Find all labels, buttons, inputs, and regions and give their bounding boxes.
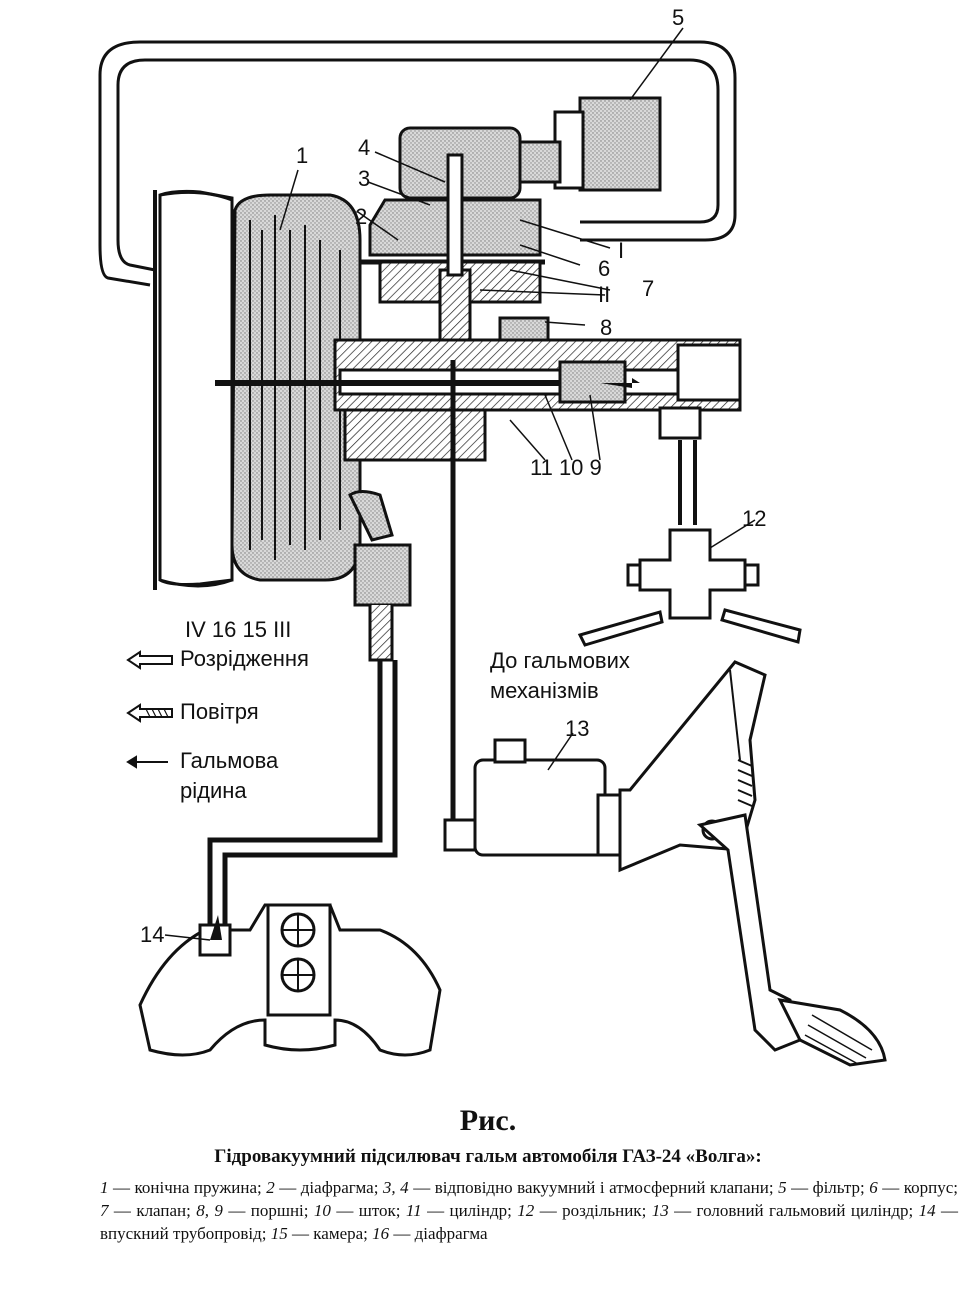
- caption-item-number: 16: [372, 1224, 390, 1243]
- caption-item-number: 6: [869, 1178, 878, 1197]
- caption-item-number: 12: [517, 1201, 535, 1220]
- legend-fluid-line2: рідина: [180, 778, 247, 803]
- label-3: 3: [358, 166, 371, 191]
- air-arrow-icon: [126, 703, 173, 723]
- caption-item-text: — діафрагма: [389, 1224, 488, 1243]
- caption-item-number: 15: [270, 1224, 288, 1243]
- caption-item-text: — відповідно вакуумний і атмосферний кла…: [408, 1178, 779, 1197]
- label-11-10-9: 11 10 9: [530, 455, 602, 480]
- label-roman-i: I: [618, 238, 625, 263]
- caption-item-number: 13: [651, 1201, 669, 1220]
- label-14: 14: [140, 922, 165, 947]
- splitter: [638, 528, 747, 620]
- caption-item-text: — корпус;: [877, 1178, 959, 1197]
- legend-fluid-line1: Гальмова: [180, 748, 279, 773]
- caption-body: 1 — конічна пружина; 2 — діафрагма; 3, 4…: [100, 1176, 958, 1245]
- label-8: 8: [600, 315, 613, 340]
- master-cylinder: [473, 758, 607, 857]
- caption-item-text: — фільтр;: [786, 1178, 870, 1197]
- caption-item-text: — головний гальмовий циліндр;: [668, 1201, 919, 1220]
- caption-item-number: 8, 9: [196, 1201, 223, 1220]
- legend-air: Повітря: [180, 699, 259, 724]
- caption-item-text: — поршні;: [222, 1201, 314, 1220]
- vacuum-arrow-icon: [126, 650, 173, 670]
- caption-item-number: 14: [918, 1201, 936, 1220]
- to-brakes-line1: До гальмових: [490, 648, 630, 673]
- label-roman-ii: II: [598, 282, 611, 307]
- label-iv-16-15-iii: IV 16 15 III: [185, 617, 292, 642]
- vacuum-tube: [116, 58, 720, 272]
- caption-item-text: — діафрагма;: [274, 1178, 383, 1197]
- caption-item-text: — циліндр;: [421, 1201, 518, 1220]
- label-2: 2: [355, 204, 368, 229]
- filter-housing: [578, 96, 662, 192]
- caption-item-text: — камера;: [287, 1224, 373, 1243]
- check-valve: [353, 543, 412, 607]
- caption-subtitle: Гідровакуумний підсилювач гальм автомобі…: [214, 1146, 762, 1167]
- label-13: 13: [565, 716, 590, 741]
- caption-item-number: 5: [778, 1178, 787, 1197]
- caption-item-text: — розділь­ник;: [534, 1201, 652, 1220]
- label-4: 4: [358, 135, 371, 160]
- caption-item-number: 3, 4: [382, 1178, 409, 1197]
- caption-item-number: 2: [266, 1178, 275, 1197]
- label-6: 6: [598, 256, 611, 281]
- brake-pedal: [696, 813, 802, 1052]
- caption-item-number: 7: [100, 1201, 109, 1220]
- brake-booster-diagram: [98, 27, 887, 1067]
- caption-title: Рис.: [459, 1104, 517, 1137]
- legend-arrows: [126, 650, 173, 769]
- caption-item-number: 10: [313, 1201, 331, 1220]
- caption-item-number: 11: [405, 1201, 422, 1220]
- caption-item-text: — конічна пружина;: [108, 1178, 267, 1197]
- caption-item-text: — шток;: [330, 1201, 406, 1220]
- caption-item-text: — впускний трубопровід;: [100, 1201, 959, 1243]
- label-12: 12: [742, 506, 767, 531]
- legend-vacuum: Розрідження: [180, 646, 309, 671]
- caption-item-text: — клапан;: [108, 1201, 197, 1220]
- label-5: 5: [672, 5, 685, 30]
- label-7: 7: [642, 276, 655, 301]
- label-1: 1: [296, 143, 309, 168]
- to-brakes-line2: механізмів: [490, 678, 599, 703]
- caption-item-number: 1: [100, 1178, 109, 1197]
